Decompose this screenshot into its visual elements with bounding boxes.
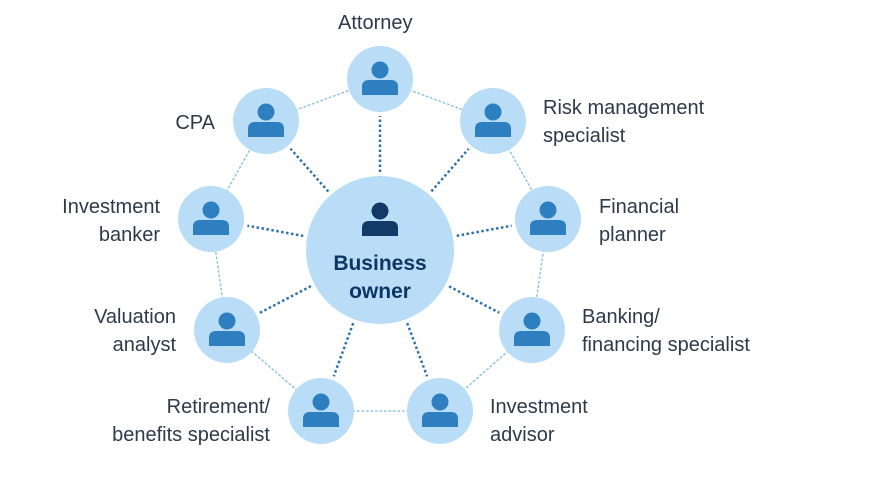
node-investment-banker xyxy=(178,186,244,252)
specialist-nodes xyxy=(178,46,581,444)
center-label-line2: owner xyxy=(349,280,411,303)
node-financial-planner xyxy=(515,186,581,252)
person-icon xyxy=(362,61,398,95)
connector-line xyxy=(259,285,312,314)
node-circle xyxy=(233,88,299,154)
person-icon xyxy=(193,201,229,235)
node-circle xyxy=(288,378,354,444)
label-financial-planner: Financial planner xyxy=(599,196,680,246)
label-retirement: Retirement/ benefits specialist xyxy=(112,396,270,446)
center-label: Business owner xyxy=(305,250,455,306)
node-risk xyxy=(460,88,526,154)
center-label-line1: Business xyxy=(333,252,427,275)
node-circle xyxy=(347,46,413,112)
connector-line xyxy=(430,148,470,193)
node-circle xyxy=(407,378,473,444)
connector-line xyxy=(448,285,500,314)
node-circle xyxy=(499,297,565,363)
connector-line xyxy=(406,322,429,377)
node-banking xyxy=(499,297,565,363)
connector-line xyxy=(289,147,330,193)
label-investment-advisor: Investment advisor xyxy=(490,396,588,446)
person-icon xyxy=(248,103,284,137)
node-retirement xyxy=(288,378,354,444)
person-icon xyxy=(475,103,511,137)
node-cpa xyxy=(233,88,299,154)
node-investment-advisor xyxy=(407,378,473,444)
label-valuation: Valuation analyst xyxy=(94,306,176,356)
person-icon xyxy=(422,393,458,427)
connector-line xyxy=(456,224,512,238)
person-icon xyxy=(303,393,339,427)
label-banking: Banking/ financing specialist xyxy=(582,306,750,356)
node-circle xyxy=(460,88,526,154)
connector-line xyxy=(247,224,304,238)
label-risk-management: Risk management specialist xyxy=(543,97,705,147)
node-circle xyxy=(515,186,581,252)
connector-line xyxy=(332,322,355,377)
person-icon xyxy=(530,201,566,235)
node-valuation xyxy=(194,297,260,363)
person-icon xyxy=(362,202,398,236)
center-node xyxy=(306,176,454,324)
label-cpa: CPA xyxy=(175,112,215,134)
node-circle xyxy=(178,186,244,252)
label-attorney: Attorney xyxy=(338,12,413,34)
node-attorney xyxy=(347,46,413,112)
center-circle xyxy=(306,176,454,324)
person-icon xyxy=(209,312,245,346)
label-investment-banker: Investment banker xyxy=(62,196,160,246)
connector-lines xyxy=(247,116,512,377)
node-circle xyxy=(194,297,260,363)
person-icon xyxy=(514,312,550,346)
